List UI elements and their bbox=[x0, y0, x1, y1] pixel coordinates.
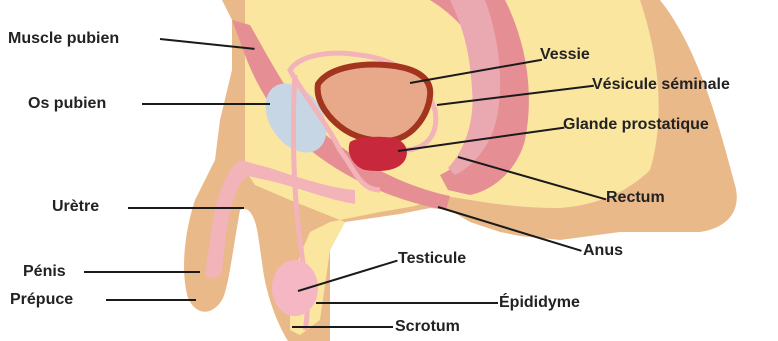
prostate-gland bbox=[349, 137, 407, 171]
leader-prepuce bbox=[106, 299, 196, 301]
label-epididyme: Épididyme bbox=[499, 294, 580, 312]
label-penis: Pénis bbox=[23, 263, 66, 281]
label-anus: Anus bbox=[583, 242, 623, 260]
label-vessie: Vessie bbox=[540, 46, 590, 64]
label-vesicule-seminale: Vésicule séminale bbox=[592, 76, 730, 94]
leader-scrotum bbox=[292, 326, 393, 328]
label-scrotum: Scrotum bbox=[395, 318, 460, 336]
label-testicule: Testicule bbox=[398, 250, 466, 268]
leader-uretre bbox=[128, 207, 244, 209]
leader-epididyme bbox=[316, 302, 498, 304]
label-uretre: Urètre bbox=[52, 198, 99, 216]
label-rectum: Rectum bbox=[606, 189, 665, 207]
leader-penis bbox=[84, 271, 200, 273]
label-muscle-pubien: Muscle pubien bbox=[8, 30, 119, 48]
label-prepuce: Prépuce bbox=[10, 291, 73, 309]
label-os-pubien: Os pubien bbox=[28, 95, 106, 113]
label-glande-prostatique: Glande prostatique bbox=[563, 116, 709, 134]
leader-os-pubien bbox=[142, 103, 270, 105]
